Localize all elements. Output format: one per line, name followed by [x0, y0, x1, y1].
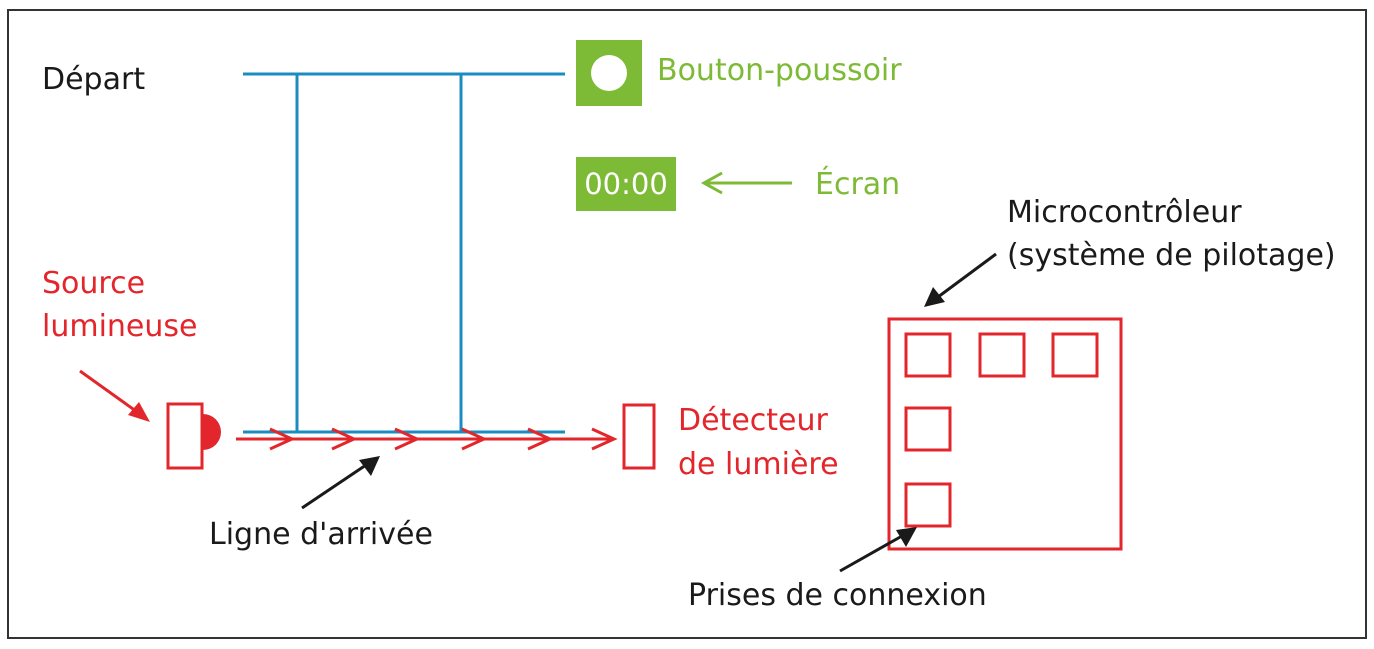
microcontroller-label-line1: Microcontrôleur — [1007, 195, 1242, 230]
detector-label-line2: de lumière — [678, 447, 839, 482]
push-button-label: Bouton-poussoir — [657, 53, 902, 88]
light-beam — [236, 427, 618, 451]
outer-frame — [7, 9, 1367, 639]
screen-label: Écran — [815, 166, 900, 202]
black-pointer-arrows — [301, 252, 997, 573]
screen-arrow — [700, 171, 792, 195]
finish-line-label: Ligne d'arrivée — [209, 517, 433, 552]
microcontroller-label-line2: (système de pilotage) — [1007, 238, 1336, 273]
push-button-icon — [576, 40, 642, 106]
detector-label-line1: Détecteur — [678, 403, 829, 438]
connection-socket — [904, 406, 952, 452]
connection-socket — [1051, 332, 1099, 378]
light-source-icon — [166, 402, 221, 470]
light-detector-icon — [622, 403, 656, 470]
screen-display — [576, 157, 676, 211]
screen-time: 00:00 — [584, 167, 668, 201]
track-lines — [243, 72, 565, 434]
connection-socket — [904, 482, 952, 528]
start-label: Départ — [42, 62, 145, 97]
light-source-label-line2: lumineuse — [42, 309, 197, 344]
connection-socket — [978, 332, 1026, 378]
connection-socket — [904, 332, 952, 378]
light-source-label-line1: Source — [42, 266, 145, 301]
source-pointer-arrow — [79, 369, 150, 422]
microcontroller-board — [887, 317, 1123, 551]
sockets-label: Prises de connexion — [688, 578, 987, 613]
